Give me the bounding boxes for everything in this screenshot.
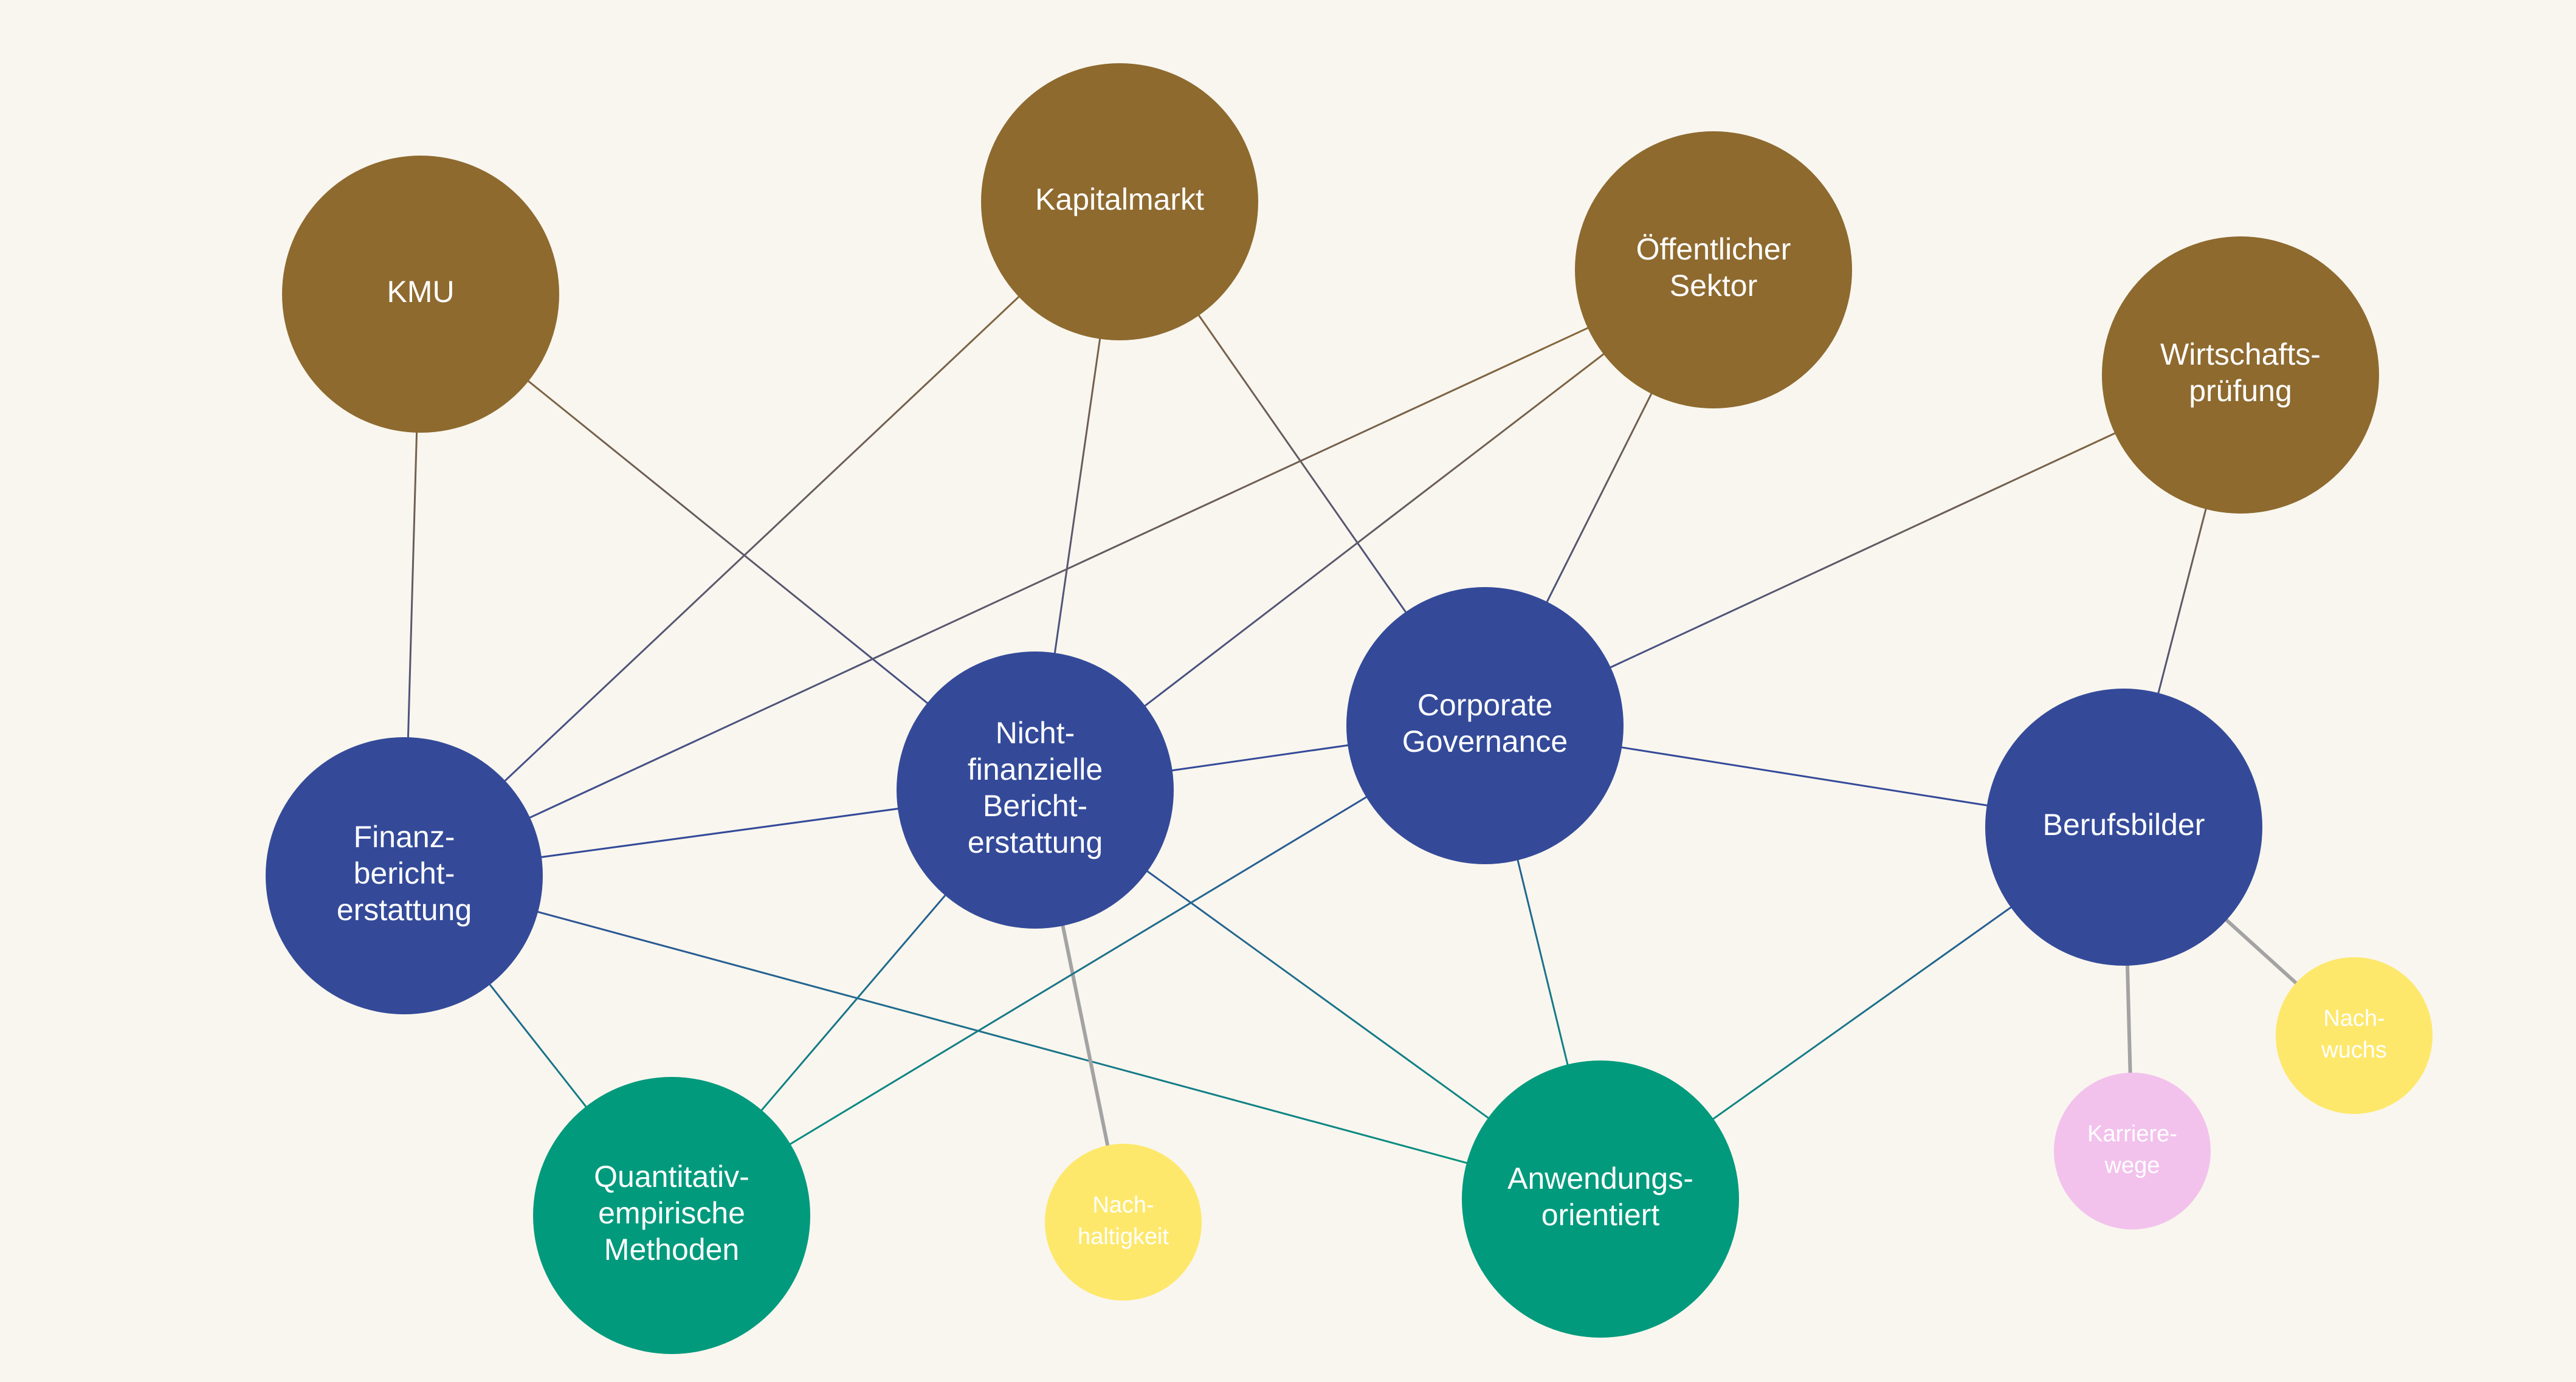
node-label-line: wuchs [2321,1037,2387,1063]
node-circle-kapitalmarkt [981,63,1258,340]
node-label-line: Sektor [1670,269,1758,303]
node-nachwuchs: Nach-wuchs [2276,957,2433,1114]
node-circle-berufsbilder [1985,689,2262,966]
node-nachhaltigkeit: Nach-haltigkeit [1045,1144,1202,1301]
node-label-line: orientiert [1541,1198,1660,1232]
node-kapitalmarkt: Kapitalmarkt [981,63,1258,340]
node-wirtschaftspruefung: Wirtschafts-prüfung [2102,236,2379,514]
node-label-line: bericht- [354,856,455,890]
edge-wirtschaftspruefung-to-corporate-governance [1484,374,2241,727]
node-circle-wirtschaftspruefung [2102,236,2379,514]
node-label-line: KMU [387,275,454,309]
node-finanzberichterstattung: Finanz-bericht-erstattung [266,737,543,1014]
node-circle-karrierewege [2054,1073,2211,1229]
node-circle-quantitativ-empirische-methoden [533,1077,810,1354]
node-circle-nachhaltigkeit [1045,1144,1202,1301]
node-label-nachwuchs: Nach-wuchs [2321,1006,2387,1063]
node-circle-nachwuchs [2276,957,2433,1114]
edge-oeffentlicher-sektor-to-finanzberichterstattung [404,269,1714,877]
node-circle-corporate-governance [1346,587,1624,864]
node-label-line: Kapitalmarkt [1035,182,1204,216]
node-label-line: wege [2104,1153,2160,1178]
edge-kapitalmarkt-to-finanzberichterstattung [403,201,1121,877]
node-label-line: Nach- [2323,1006,2385,1031]
node-label-karrierewege: Karriere-wege [2087,1121,2177,1178]
node-label-line: prüfung [2189,374,2292,408]
node-label-line: erstattung [337,893,472,927]
node-label-kmu: KMU [387,275,454,309]
node-berufsbilder: Berufsbilder [1985,689,2262,966]
node-label-line: erstattung [968,825,1103,859]
node-label-line: Nach- [1092,1192,1154,1218]
node-label-finanzberichterstattung: Finanz-bericht-erstattung [337,820,472,927]
node-label-line: finanzielle [968,752,1103,786]
node-label-berufsbilder: Berufsbilder [2043,808,2205,842]
node-label-line: Nicht- [996,716,1075,750]
node-label-line: empirische [598,1196,745,1230]
node-label-line: Methoden [604,1232,739,1267]
node-label-line: Karriere- [2087,1121,2177,1147]
node-circle-kmu [282,156,559,433]
node-label-line: Finanz- [354,820,455,854]
node-label-line: Öffentlicher [1636,232,1791,266]
node-label-line: Bericht- [983,789,1087,823]
node-label-anwendungsorientiert: Anwendungs-orientiert [1507,1161,1693,1232]
node-karrierewege: Karriere-wege [2054,1073,2211,1229]
node-label-kapitalmarkt: Kapitalmarkt [1035,182,1204,216]
node-label-line: Governance [1402,724,1568,758]
node-label-line: Anwendungs- [1507,1161,1693,1195]
node-anwendungsorientiert: Anwendungs-orientiert [1462,1061,1739,1338]
node-label-line: Wirtschafts- [2160,337,2321,371]
node-circle-finanzberichterstattung [266,737,543,1014]
edge-corporate-governance-to-quantitativ-empirische-methoden [671,724,1486,1217]
node-label-line: haltigkeit [1078,1224,1169,1250]
node-label-line: Corporate [1417,688,1552,722]
node-label-wirtschaftspruefung: Wirtschafts-prüfung [2160,337,2321,408]
node-kmu: KMU [282,156,559,433]
node-label-nachhaltigkeit: Nach-haltigkeit [1078,1192,1169,1250]
edge-oeffentlicher-sektor-to-nichtfinanzielle-berichterstattung [1035,269,1714,791]
node-label-line: Quantitativ- [594,1160,749,1194]
node-circle-oeffentlicher-sektor [1575,131,1852,408]
node-circle-anwendungsorientiert [1462,1061,1739,1338]
node-label-line: Berufsbilder [2043,808,2205,842]
edge-finanzberichterstattung-to-anwendungsorientiert [404,875,1601,1200]
node-circle-nichtfinanzielle-berichterstattung [897,651,1174,929]
